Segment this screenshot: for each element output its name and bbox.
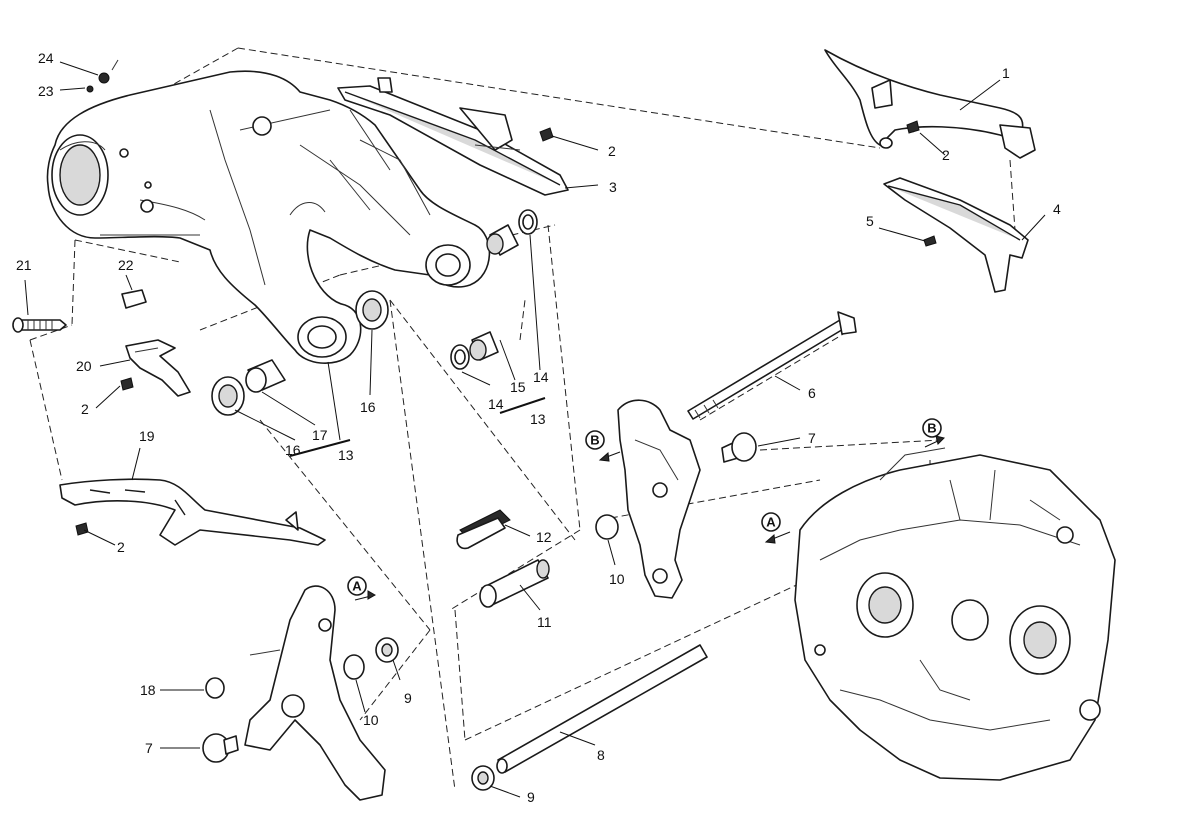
callout-labels: 1 2 2 3 4 5 6 7 7 8 9 9 10 10 11 12 13 1… xyxy=(16,50,1061,805)
footrest-bracket-right xyxy=(617,399,701,599)
callout-10-left: 10 xyxy=(363,712,379,728)
cap-9-lower xyxy=(471,765,495,791)
callout-18: 18 xyxy=(140,682,156,698)
bushing-10-right xyxy=(595,514,619,540)
swingarm xyxy=(46,70,491,365)
callout-21: 21 xyxy=(16,257,32,273)
cap-9-upper xyxy=(375,637,399,663)
callout-8: 8 xyxy=(597,747,605,763)
leader-lines xyxy=(24,61,1046,798)
callout-16-left: 16 xyxy=(285,442,301,458)
callout-2-chain-guide: 2 xyxy=(117,539,125,555)
callout-7-left: 7 xyxy=(145,740,153,756)
svg-text:A: A xyxy=(766,515,776,530)
bracket-20 xyxy=(125,339,191,397)
spacer-11 xyxy=(479,559,550,608)
screw-5 xyxy=(923,235,937,247)
callout-16-right: 16 xyxy=(360,399,376,415)
callout-11: 11 xyxy=(537,614,552,630)
chain-slider xyxy=(883,177,1029,293)
view-marker-a-right: A xyxy=(761,512,791,544)
screws-23-24 xyxy=(86,59,119,93)
fitting-22 xyxy=(121,289,147,309)
chain-guide-19 xyxy=(59,478,326,546)
bolt-21 xyxy=(12,317,67,333)
callout-19: 19 xyxy=(139,428,155,444)
cap-7-right xyxy=(721,432,757,463)
bushing-10-left xyxy=(343,654,365,680)
callout-10-right: 10 xyxy=(609,571,625,587)
callout-22: 22 xyxy=(118,257,134,273)
chain-guard xyxy=(337,77,569,196)
callout-5: 5 xyxy=(866,213,874,229)
screws-2 xyxy=(75,120,920,536)
bearing-set xyxy=(211,209,538,416)
callout-9-lower: 9 xyxy=(527,789,535,805)
view-marker-b-left: B xyxy=(585,430,621,462)
callout-23: 23 xyxy=(38,83,54,99)
svg-text:B: B xyxy=(590,433,599,448)
bolt-6 xyxy=(687,311,857,420)
callout-13-left: 13 xyxy=(338,447,354,463)
callout-6: 6 xyxy=(808,385,816,401)
callout-3: 3 xyxy=(609,179,617,195)
cap-7-left xyxy=(202,733,239,763)
view-markers: A A B B xyxy=(347,418,945,601)
pad-12 xyxy=(456,509,511,550)
view-marker-b-right: B xyxy=(922,418,945,448)
pivot-shaft-8 xyxy=(496,644,708,774)
callout-2-cover: 2 xyxy=(942,147,950,163)
callout-13-right: 13 xyxy=(530,411,546,427)
view-marker-a-left: A xyxy=(347,576,377,601)
callout-15: 15 xyxy=(510,379,526,395)
nut-18 xyxy=(205,677,225,699)
callout-2-bracket: 2 xyxy=(81,401,89,417)
callout-1: 1 xyxy=(1002,65,1010,81)
engine-crankcase xyxy=(794,447,1116,781)
svg-text:B: B xyxy=(927,421,936,436)
callout-24: 24 xyxy=(38,50,54,66)
callout-17: 17 xyxy=(312,427,328,443)
callout-12: 12 xyxy=(536,529,552,545)
chain-cover xyxy=(824,49,1036,159)
callout-2-chain-guard: 2 xyxy=(608,143,616,159)
callout-9-upper: 9 xyxy=(404,690,412,706)
svg-text:A: A xyxy=(352,579,362,594)
footrest-bracket-left xyxy=(244,585,386,801)
callout-20: 20 xyxy=(76,358,92,374)
callout-14-right: 14 xyxy=(533,369,549,385)
callout-7-right: 7 xyxy=(808,430,816,446)
callout-14-left: 14 xyxy=(488,396,504,412)
callout-4: 4 xyxy=(1053,201,1061,217)
